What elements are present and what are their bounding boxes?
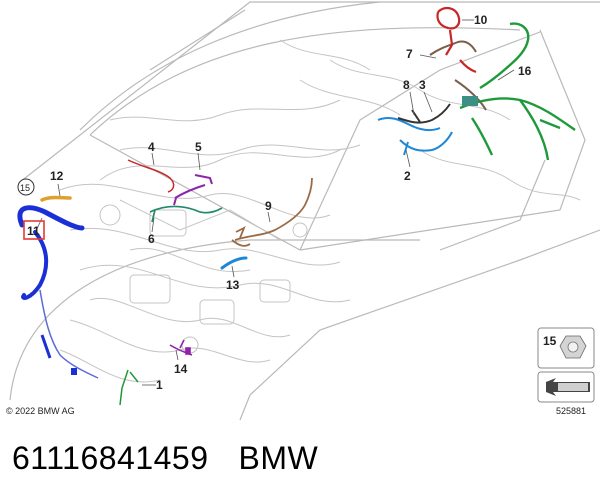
part-number: 61116841459 <box>12 440 209 476</box>
nut-icon <box>559 335 587 359</box>
copyright-text: © 2022 BMW AG <box>6 406 75 416</box>
callout-7: 7 <box>406 47 413 61</box>
harness-2 <box>377 116 453 156</box>
harness-13 <box>220 256 248 270</box>
harness-11 <box>17 205 99 379</box>
part-caption: 61116841459 BMW <box>12 440 318 477</box>
callout-1: 1 <box>156 378 163 392</box>
callout-14: 14 <box>174 362 188 376</box>
harness-10 <box>436 6 477 74</box>
highlight-box-11 <box>23 220 45 240</box>
leader-lines <box>35 19 515 386</box>
harness-12 <box>40 195 72 202</box>
harness-9 <box>231 177 313 247</box>
callout-4: 4 <box>148 140 155 154</box>
harness-3 <box>397 103 451 124</box>
callout-16: 16 <box>518 64 532 78</box>
callout-5: 5 <box>195 140 202 154</box>
harness-7 <box>429 40 487 111</box>
callout-10: 10 <box>474 13 488 27</box>
harness-6 <box>149 205 223 223</box>
legend-item-label: 15 <box>543 334 557 348</box>
callout-6: 6 <box>148 232 155 246</box>
diagram-number: 525881 <box>556 406 587 416</box>
callout-3: 3 <box>419 78 426 92</box>
harness-1 <box>119 369 139 406</box>
callout-13: 13 <box>226 278 240 292</box>
harness-4 <box>127 159 175 193</box>
wiring-harness-diagram: 1 2 3 4 5 6 7 8 9 10 11 12 13 14 15 16 1… <box>9 1 600 421</box>
connector-block <box>462 96 478 106</box>
harness-5 <box>173 174 213 206</box>
callout-11: 11 <box>27 224 40 238</box>
callout-15: 15 <box>20 183 30 193</box>
arrow-icon <box>546 378 590 396</box>
harness-14 <box>169 339 193 356</box>
callout-9: 9 <box>265 199 272 213</box>
vehicle-body-outline <box>9 1 600 421</box>
harness-16 <box>459 22 576 161</box>
callout-8: 8 <box>403 78 410 92</box>
callout-15-circle <box>17 178 35 196</box>
brand-name: BMW <box>238 440 319 476</box>
callout-2: 2 <box>404 169 411 183</box>
legend-panel: 15 <box>537 327 595 403</box>
callout-12: 12 <box>50 169 64 183</box>
gray-harness-clutter <box>59 39 581 383</box>
